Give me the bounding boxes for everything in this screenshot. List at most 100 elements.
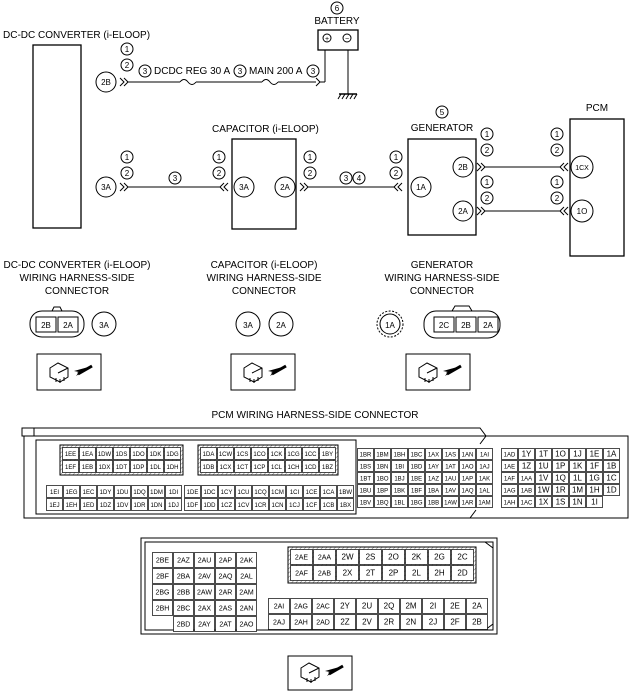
pin-label: 1T bbox=[539, 450, 548, 459]
pin-label: 1BA bbox=[428, 489, 439, 495]
svg-text:2B: 2B bbox=[41, 321, 51, 330]
pin-label: 2Q bbox=[384, 602, 395, 611]
pin-label: 1CK bbox=[271, 452, 283, 458]
connector-view-icon bbox=[287, 655, 353, 691]
pin-cell bbox=[215, 584, 236, 600]
pin-label: 2AD bbox=[316, 620, 330, 627]
pin-label: 2BE bbox=[156, 558, 170, 565]
pin-cell bbox=[217, 447, 234, 460]
pin-label: 1BS bbox=[360, 465, 371, 471]
svg-text:2: 2 bbox=[125, 61, 130, 70]
pin-label: 2Y bbox=[340, 602, 350, 611]
pin-label: 1DA bbox=[203, 452, 215, 458]
pin-cell bbox=[501, 472, 518, 484]
pin-cell bbox=[303, 498, 320, 511]
pin-label: 1CP bbox=[254, 465, 266, 471]
pin-cell bbox=[236, 616, 257, 632]
pin-label: 1AF bbox=[504, 477, 515, 483]
pin-label: 1Z bbox=[522, 462, 531, 471]
pin-label: 2BF bbox=[156, 574, 169, 581]
pin-cell bbox=[290, 614, 312, 630]
pin-label: 1CA bbox=[323, 490, 335, 496]
pin-label: 1Q bbox=[555, 474, 566, 483]
pin-label: 2BH bbox=[156, 606, 170, 613]
pin-label: 1BC bbox=[411, 453, 423, 459]
pin-cell bbox=[451, 565, 474, 581]
wire-dcdc-capacitor: 3 bbox=[119, 171, 229, 192]
pin-label: 1AX bbox=[428, 453, 439, 459]
pin-label: 2K bbox=[412, 553, 422, 562]
pin-label: 2E bbox=[450, 602, 460, 611]
pin-label: 2AW bbox=[197, 590, 212, 597]
pin-label: 1V bbox=[539, 474, 549, 483]
pin-label: 1DF bbox=[187, 503, 199, 509]
pin-label: 1EE bbox=[65, 452, 76, 458]
pin-label: 1ED bbox=[83, 503, 95, 509]
pin-label: 2I bbox=[430, 602, 437, 611]
pin-label: 1CV bbox=[238, 503, 250, 509]
fuse-main-icon bbox=[261, 79, 279, 85]
pin-label: 1BY bbox=[322, 452, 333, 458]
pin-cell bbox=[303, 485, 320, 498]
pin-label: 1R bbox=[555, 486, 565, 495]
pin-cell bbox=[476, 460, 493, 472]
pin-label: 1BX bbox=[340, 503, 351, 509]
pin-label: 1AC bbox=[521, 501, 533, 507]
pin-cell bbox=[268, 614, 290, 630]
wire-dcdc-battery: 3 DCDC REG 30 A 3 MAIN 200 A 3 bbox=[119, 64, 326, 87]
pin-cell bbox=[96, 460, 113, 473]
pin-label: 1BI bbox=[395, 465, 404, 471]
pin-label: 1EH bbox=[66, 503, 78, 509]
pin-label: 2AR bbox=[219, 590, 233, 597]
svg-text:2: 2 bbox=[394, 169, 399, 178]
pin-cell bbox=[459, 460, 476, 472]
pin-label: 1AK bbox=[479, 477, 490, 483]
pin-label: 1CC bbox=[304, 452, 317, 458]
pin-cell bbox=[236, 600, 257, 616]
pin-label: 2AM bbox=[239, 590, 254, 597]
pin-cell bbox=[378, 598, 400, 614]
pin-label: 1EB bbox=[82, 465, 93, 471]
battery-label: BATTERY bbox=[314, 16, 360, 27]
pin-label: 1EC bbox=[83, 490, 95, 496]
pin-label: 1DD bbox=[203, 503, 216, 509]
connector-view-icon bbox=[230, 353, 296, 391]
pin-label: 2AG bbox=[294, 604, 308, 611]
pin-label: 2AY bbox=[198, 622, 211, 629]
svg-text:1: 1 bbox=[125, 153, 130, 162]
pin-cell bbox=[130, 447, 147, 460]
pin-cell bbox=[382, 565, 405, 581]
pin-cell bbox=[374, 496, 391, 508]
pin-label: 1DY bbox=[100, 490, 112, 496]
pin-label: 1BM bbox=[376, 453, 388, 459]
pin-cell bbox=[518, 448, 535, 460]
pin-cell bbox=[408, 484, 425, 496]
pin-cell bbox=[164, 460, 181, 473]
pin-label: 1BE bbox=[411, 477, 422, 483]
pin-label: 2P bbox=[389, 569, 399, 578]
svg-text:2B: 2B bbox=[461, 321, 471, 330]
pin-cell bbox=[312, 614, 334, 630]
pin-cell bbox=[200, 447, 217, 460]
pin-cell bbox=[194, 568, 215, 584]
pin-label: 2H bbox=[434, 569, 444, 578]
pin-label: 1AM bbox=[478, 501, 490, 507]
pin-cell bbox=[518, 472, 535, 484]
pin-label: 1AB bbox=[521, 489, 532, 495]
pin-label: 1AJ bbox=[479, 465, 489, 471]
pin-cell bbox=[552, 460, 569, 472]
pin-label: 2BA bbox=[177, 574, 191, 581]
battery-minus: − bbox=[345, 36, 349, 43]
pin-cell bbox=[357, 460, 374, 472]
pin-cell bbox=[313, 565, 336, 581]
pin-cell bbox=[114, 498, 131, 511]
pin-label: 2T bbox=[366, 569, 375, 578]
pin-cell bbox=[215, 552, 236, 568]
pin-label: 2J bbox=[429, 618, 437, 627]
pcm-connector-2-housing bbox=[140, 537, 498, 635]
svg-text:3: 3 bbox=[173, 174, 178, 183]
pin-label: 1CM bbox=[271, 490, 284, 496]
svg-text:4: 4 bbox=[357, 174, 362, 183]
pin-label: 1BU bbox=[360, 489, 372, 495]
